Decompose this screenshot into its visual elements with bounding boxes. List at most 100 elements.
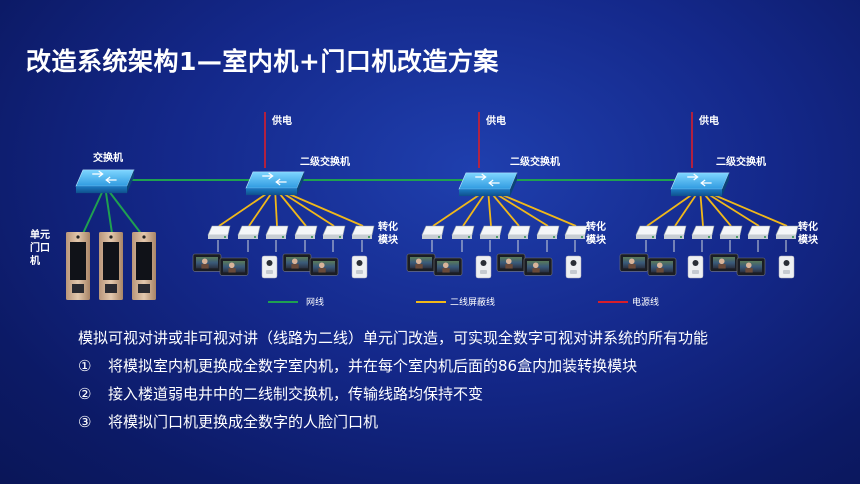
- module-top: [207, 225, 231, 236]
- module-led: [254, 236, 256, 238]
- switch-arrow-icon: [262, 172, 274, 180]
- converter-module: [351, 225, 375, 239]
- monitor-body: [291, 264, 299, 269]
- item-number: ①: [78, 357, 92, 375]
- module-front: [266, 235, 286, 239]
- monitor-body: [228, 268, 236, 273]
- module-top: [322, 225, 346, 236]
- module-top: [635, 225, 659, 236]
- power-label: 供电: [698, 114, 719, 127]
- switch-arrow-icon: [488, 179, 500, 187]
- converter-module: [237, 225, 261, 239]
- switch-front: [671, 189, 723, 197]
- module-front: [720, 235, 740, 239]
- module-top: [351, 225, 375, 236]
- unit-door-label: 机: [30, 254, 40, 267]
- camera-icon: [570, 260, 577, 266]
- indoor-monitor: [282, 253, 312, 272]
- converter-label: 转化: [378, 220, 398, 233]
- module-top: [775, 225, 799, 236]
- indoor-monitor: [709, 253, 739, 272]
- switch-side: [127, 169, 134, 194]
- legend-network-label: 网线: [306, 296, 324, 308]
- door-phone: [99, 232, 123, 300]
- switch-front: [459, 189, 511, 197]
- converter-module: [663, 225, 687, 239]
- station-body: [351, 255, 368, 279]
- converter-label: 模块: [586, 233, 607, 246]
- legend-power-label: 电源线: [632, 296, 659, 308]
- module-top: [421, 225, 445, 236]
- module-led: [524, 236, 526, 238]
- monitor-face: [291, 258, 298, 265]
- module-led: [438, 236, 440, 238]
- monitor-face: [656, 262, 663, 269]
- module-front: [664, 235, 684, 239]
- indoor-monitor: [309, 257, 339, 276]
- station-key: [570, 270, 577, 274]
- switch-front: [246, 188, 298, 196]
- converter-module: [479, 225, 503, 239]
- monitor-body: [415, 264, 423, 269]
- converter-module: [507, 225, 531, 239]
- monitor-body: [318, 268, 326, 273]
- door-phone: [132, 232, 156, 300]
- switch-arrow-icon: [275, 178, 287, 186]
- monitor-body: [718, 264, 726, 269]
- module-led: [553, 236, 555, 238]
- converter-module: [207, 225, 231, 239]
- secondary-switch: [458, 172, 518, 197]
- module-top: [451, 225, 475, 236]
- switch-arrow-icon: [92, 170, 104, 178]
- camera-icon: [76, 235, 80, 239]
- indoor-monitor: [523, 257, 553, 276]
- monitor-body: [201, 264, 209, 269]
- switch-arrow-icon: [475, 173, 487, 181]
- monitor-body: [745, 268, 753, 273]
- switch-top: [245, 171, 305, 189]
- monitor-face: [228, 262, 235, 269]
- indoor-station: [475, 255, 492, 279]
- station-body: [261, 255, 278, 279]
- switch-top: [75, 169, 135, 187]
- monitor-face: [745, 262, 752, 269]
- description-intro: 模拟可视对讲或非可视对讲（线路为二线）单元门改造，可实现全数字可视对讲系统的所有…: [78, 329, 709, 347]
- camera-icon: [266, 260, 273, 266]
- indoor-station: [778, 255, 795, 279]
- indoor-station: [687, 255, 704, 279]
- switch-arrow-icon: [105, 176, 117, 184]
- legend-two-wire-label: 二线屏蔽线: [450, 296, 495, 308]
- module-led: [792, 236, 794, 238]
- converter-module: [322, 225, 346, 239]
- module-led: [680, 236, 682, 238]
- indoor-monitor: [406, 253, 436, 272]
- converter-label: 模块: [378, 233, 399, 246]
- indoor-station: [261, 255, 278, 279]
- monitor-face: [718, 258, 725, 265]
- indoor-station: [351, 255, 368, 279]
- network-line: [104, 185, 147, 241]
- station-key: [692, 270, 699, 274]
- switch-top: [458, 172, 518, 190]
- camera-icon: [692, 260, 699, 266]
- module-led: [652, 236, 654, 238]
- secondary-switch-label: 二级交换机: [716, 155, 766, 168]
- monitor-body: [628, 264, 636, 269]
- converter-module: [635, 225, 659, 239]
- monitor-body: [532, 268, 540, 273]
- module-front: [748, 235, 768, 239]
- switch-side: [297, 171, 304, 196]
- door-panel-screen: [70, 242, 86, 280]
- main-switch: [75, 169, 135, 194]
- module-front: [352, 235, 372, 239]
- station-body: [475, 255, 492, 279]
- station-key: [266, 270, 273, 274]
- secondary-switch: [245, 171, 305, 196]
- power-label: 供电: [485, 114, 506, 127]
- monitor-face: [532, 262, 539, 269]
- monitor-face: [201, 258, 208, 265]
- module-front: [295, 235, 315, 239]
- item-number: ②: [78, 385, 92, 403]
